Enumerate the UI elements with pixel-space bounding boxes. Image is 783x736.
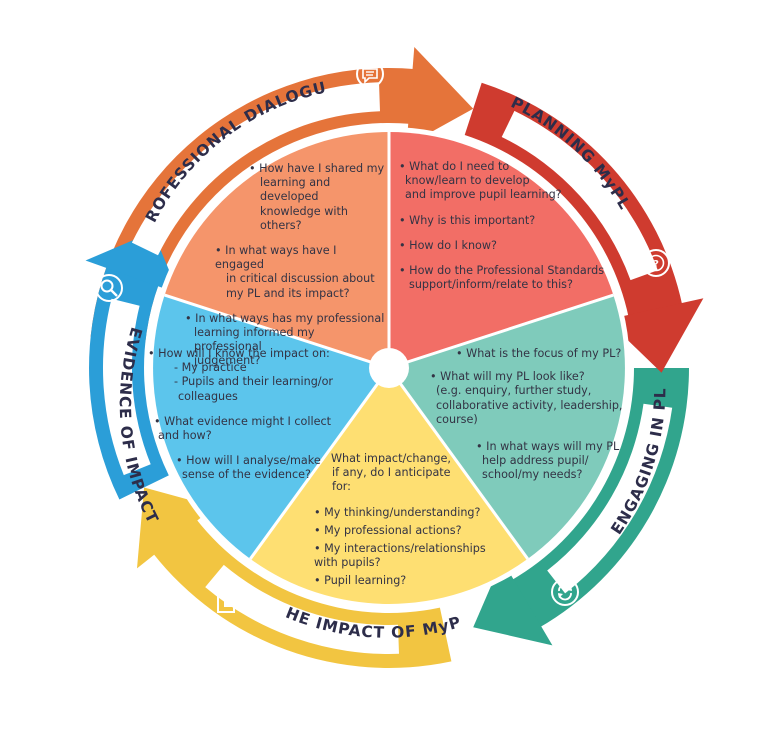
center-hub: [369, 348, 409, 388]
questions-engaging: • What is the focus of my PL? • What wil…: [430, 347, 623, 482]
ribbon-planning: [501, 110, 658, 281]
segment-professional-dialogue: [164, 132, 389, 368]
ribbon-evidence: [102, 298, 151, 476]
segment-planning: [389, 132, 614, 368]
magnifier-icon: [95, 274, 123, 302]
segment-impact: [250, 368, 528, 604]
refresh-icon: [551, 578, 579, 606]
ribbon-professional-dialogue: [131, 82, 380, 256]
questions-professional-dialogue: • How have I shared my learning and deve…: [185, 162, 385, 368]
arrowhead-planning: [606, 298, 704, 373]
segment-evidence: [153, 295, 389, 559]
pages-icon: [217, 589, 240, 613]
ribbon-impact: [205, 564, 399, 654]
arrowhead-professional-dialogue: [406, 47, 474, 146]
questions-evidence: • How will I know the impact on: - My pr…: [148, 347, 334, 482]
segment-divider: [387, 367, 529, 560]
ribbon-engaging: [547, 403, 673, 594]
speech-bubble-icon: [356, 60, 384, 88]
segment-divider: [249, 367, 391, 560]
segment-divider: [164, 293, 390, 370]
svg-text:?: ?: [653, 259, 659, 270]
segment-engaging: [389, 295, 625, 559]
questions-impact: What impact/change, if any, do I anticip…: [314, 452, 486, 588]
segment-dividers: [164, 132, 614, 560]
question-bubble-icon: ?: [642, 249, 670, 277]
questions-planning: • What do I need to know/learn to develo…: [399, 160, 605, 292]
segment-divider: [388, 293, 614, 370]
